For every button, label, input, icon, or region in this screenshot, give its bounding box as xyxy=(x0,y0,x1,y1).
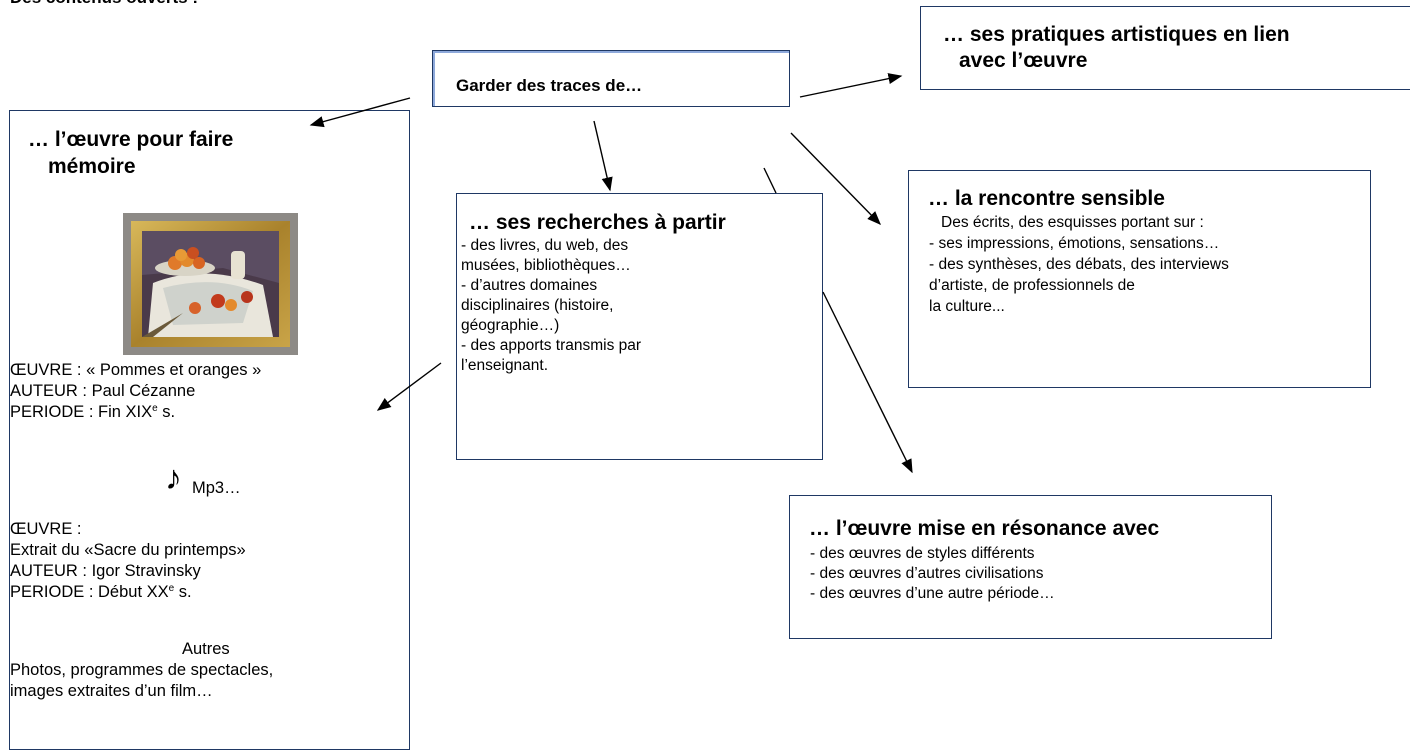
encounter-line-1: Des écrits, des esquisses portant sur : xyxy=(941,214,1204,231)
page-title: Des contenus ouverts : xyxy=(10,0,198,8)
resonance-line-1: - des œuvres de styles différents xyxy=(810,545,1035,562)
music-extrait: Extrait du «Sacre du printemps» xyxy=(10,541,246,559)
encounter-line-3: - des synthèses, des débats, des intervi… xyxy=(929,256,1229,273)
encounter-line-2: - ses impressions, émotions, sensations… xyxy=(929,235,1220,252)
research-line-2: musées, bibliothèques… xyxy=(461,257,631,274)
research-line-6: - des apports transmis par xyxy=(461,337,642,354)
research-line-1: - des livres, du web, des xyxy=(461,237,629,254)
center-title: Garder des traces de… xyxy=(456,76,643,95)
research-line-4: disciplinaires (histoire, xyxy=(461,297,614,314)
painting-periode: PERIODE : Fin XIXe s. xyxy=(10,403,175,422)
resonance-line-3: - des œuvres d’une autre période… xyxy=(810,585,1055,602)
memory-box: … l’œuvre pour faire mémoire ŒUVRE : « P… xyxy=(9,110,410,750)
resonance-title: … l’œuvre mise en résonance avec xyxy=(809,517,1160,540)
others-title: Autres xyxy=(182,640,230,658)
music-periode-sup: e xyxy=(168,583,175,594)
research-line-3: - d’autres domaines xyxy=(461,277,598,294)
research-line-5: géographie…) xyxy=(461,317,560,334)
encounter-box: … la rencontre sensible Des écrits, des … xyxy=(908,170,1371,388)
music-note-icon: ♪ xyxy=(165,459,182,497)
memory-title-line1: … l’œuvre pour faire xyxy=(28,128,234,151)
research-title: … ses recherches à partir xyxy=(469,211,726,234)
painting-oeuvre: ŒUVRE : « Pommes et oranges » xyxy=(10,361,262,379)
encounter-line-5: la culture... xyxy=(929,298,1005,315)
music-format: Mp3… xyxy=(192,479,241,497)
arrow-to-research xyxy=(593,120,613,192)
painting-periode-suffix: s. xyxy=(157,403,176,421)
research-box: … ses recherches à partir - des livres, … xyxy=(456,193,823,460)
practices-title-line2: avec l’œuvre xyxy=(959,49,1088,72)
music-periode-prefix: PERIODE : Début XX xyxy=(10,583,169,601)
arrow-to-resonance xyxy=(822,291,913,474)
painting-auteur: AUTEUR : Paul Cézanne xyxy=(10,382,196,400)
others-line2: images extraites d’un film… xyxy=(10,682,213,700)
research-line-7: l’enseignant. xyxy=(461,357,549,374)
research-to-top-line xyxy=(763,167,777,194)
music-periode-suffix: s. xyxy=(174,583,192,601)
memory-title-line2: mémoire xyxy=(48,155,136,178)
music-oeuvre: ŒUVRE : xyxy=(10,520,82,538)
painting-periode-prefix: PERIODE : Fin XIX xyxy=(10,403,153,421)
painting-image xyxy=(123,213,298,355)
practices-box: … ses pratiques artistiques en lien avec… xyxy=(920,6,1410,90)
arrow-to-practices xyxy=(799,73,903,98)
music-periode: PERIODE : Début XXe s. xyxy=(10,583,192,602)
resonance-box: … l’œuvre mise en résonance avec - des œ… xyxy=(789,495,1272,639)
practices-title-line1: … ses pratiques artistiques en lien xyxy=(943,23,1290,46)
resonance-line-2: - des œuvres d’autres civilisations xyxy=(810,565,1044,582)
center-box: Garder des traces de… xyxy=(432,50,790,107)
encounter-title: … la rencontre sensible xyxy=(928,187,1165,210)
others-line1: Photos, programmes de spectacles, xyxy=(10,661,274,679)
encounter-line-4: d’artiste, de professionnels de xyxy=(929,277,1135,294)
music-auteur: AUTEUR : Igor Stravinsky xyxy=(10,562,201,580)
painting-periode-sup: e xyxy=(152,403,158,414)
